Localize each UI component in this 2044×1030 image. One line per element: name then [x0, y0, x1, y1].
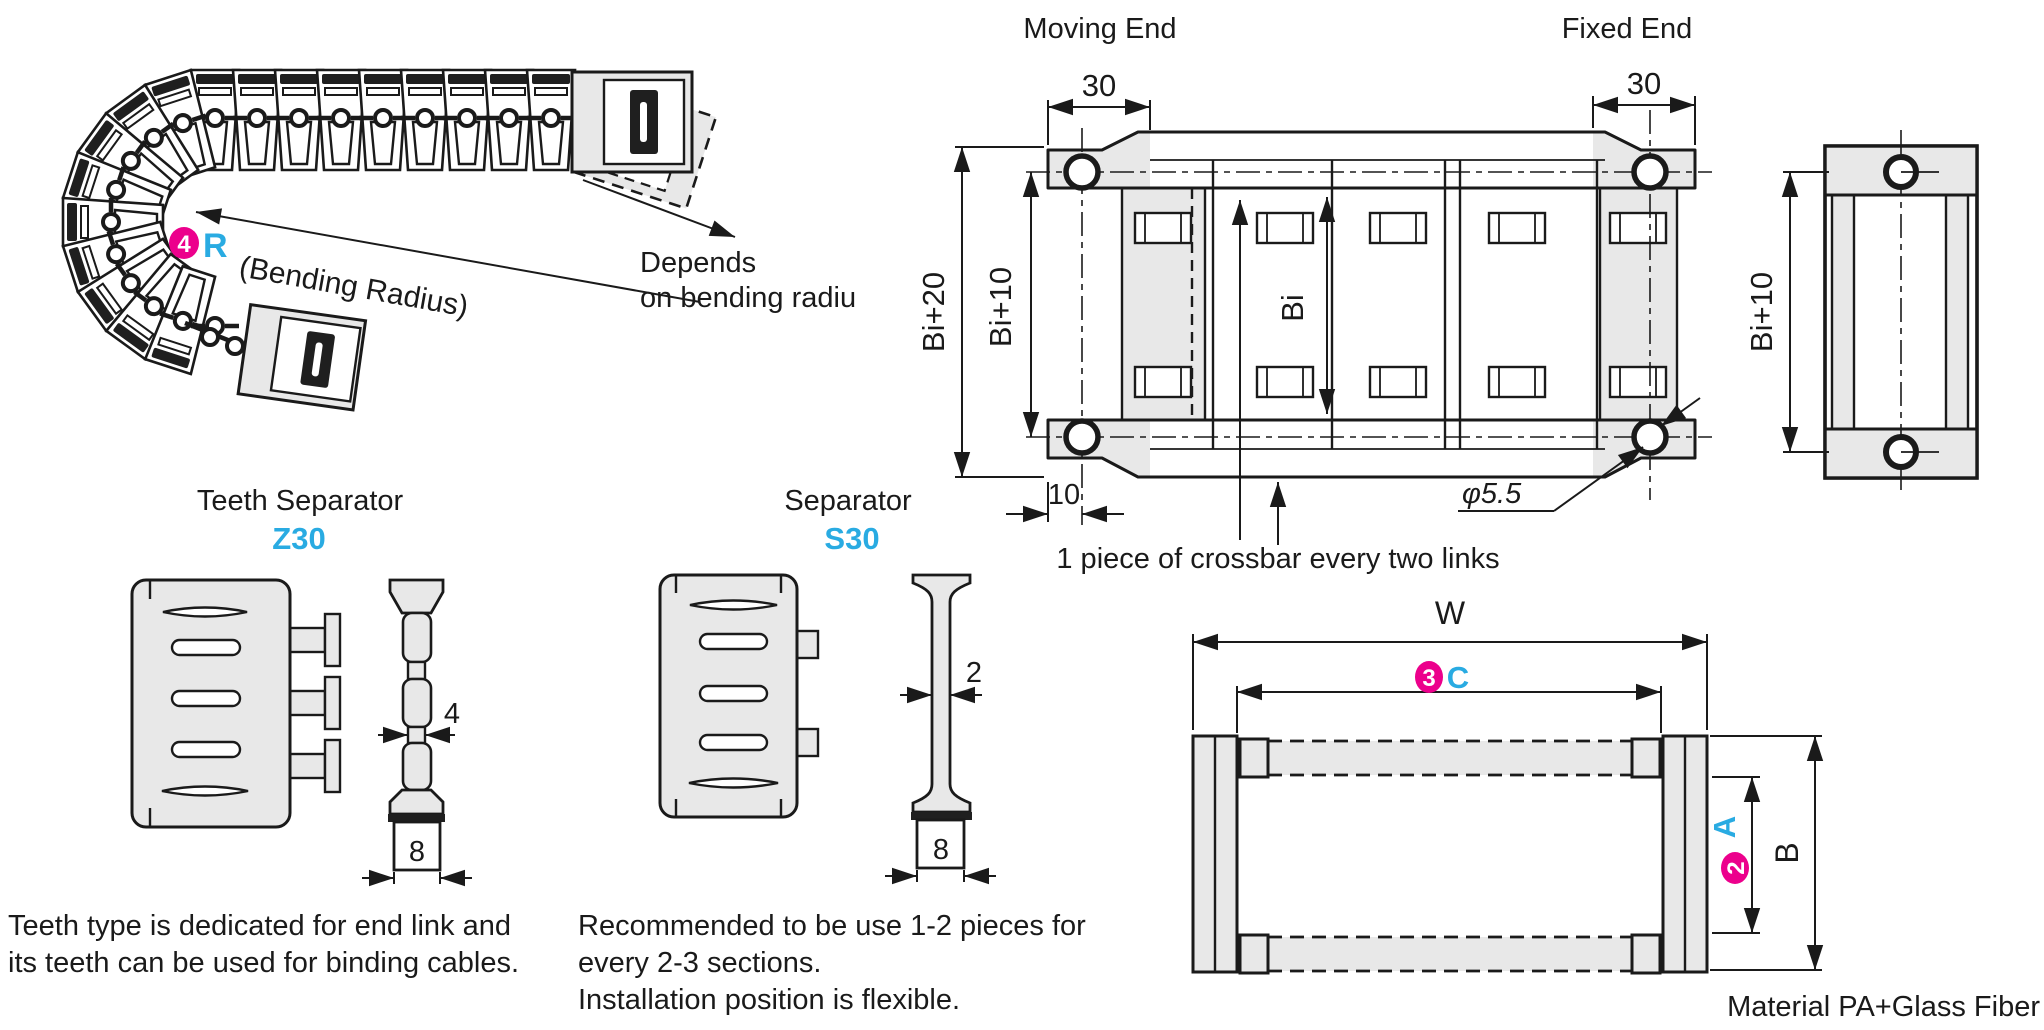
dim-10: 10	[1006, 479, 1124, 523]
separator-drawing: Separator S30 2 8	[658, 485, 996, 885]
depends-note: Depends on bending radiu	[640, 247, 856, 314]
separator-usage-note-line3: Installation position is flexible.	[578, 984, 961, 1016]
hole-bottom-left	[1063, 418, 1101, 456]
separator-profile: 2 8	[885, 573, 996, 885]
svg-text:B: B	[1769, 842, 1805, 863]
svg-text:1 piece of crossbar every two: 1 piece of crossbar every two links	[1056, 543, 1499, 575]
badge-2-number: 2	[1723, 861, 1750, 874]
teeth-separator-title: Teeth Separator	[197, 485, 404, 517]
dim-w: W	[1192, 595, 1708, 730]
dim-b: B	[1710, 735, 1824, 971]
svg-text:8: 8	[409, 836, 425, 868]
dim-side-bi10: Bi+10	[1744, 171, 1829, 453]
dim-s30-width: 2	[900, 657, 982, 704]
svg-text:on bending radiu: on bending radiu	[640, 282, 856, 314]
svg-text:φ5.5: φ5.5	[1462, 478, 1522, 510]
badge-3-number: 3	[1422, 665, 1435, 692]
fixed-end-bracket	[570, 70, 694, 174]
misumi-i-icon	[640, 102, 647, 142]
svg-text:30: 30	[1627, 66, 1661, 101]
material-note: Material PA+Glass Fiber	[1727, 991, 2040, 1023]
badge-4-number: 4	[177, 231, 191, 258]
bending-radius-line	[195, 208, 701, 303]
svg-text:10: 10	[1048, 479, 1080, 511]
dim-z30-width: 4	[378, 698, 460, 744]
hole-top-right	[1631, 153, 1669, 191]
badge-2-icon	[1721, 852, 1749, 884]
hole-top-left	[1063, 153, 1101, 191]
teeth-separator-profile: 4 8	[362, 578, 472, 887]
dim-a: 2 A	[1707, 776, 1761, 934]
svg-text:4: 4	[444, 698, 460, 730]
teeth-type-note: Teeth type is dedicated for end link and…	[8, 908, 519, 982]
badge-4-icon	[169, 227, 199, 259]
dim-bi20: Bi+20	[916, 146, 1044, 478]
svg-text:Depends: Depends	[640, 247, 756, 279]
svg-text:A: A	[1707, 816, 1742, 838]
radius-symbol: R	[203, 227, 228, 265]
bottom-rail	[1046, 418, 1697, 479]
plan-view: Moving End Fixed End	[916, 13, 1712, 575]
svg-text:30: 30	[1082, 68, 1116, 103]
dim-hole-diameter: φ5.5	[1458, 397, 1701, 512]
chain-illustration: 4 R (Bending Radius) Depends on bending …	[63, 70, 856, 412]
dim-z30-base: 8	[362, 836, 472, 887]
svg-text:Bi: Bi	[1275, 294, 1310, 322]
separator-usage-note-line2: every 2-3 sections.	[578, 947, 822, 979]
moving-end-label: Moving End	[1023, 13, 1176, 45]
svg-text:Bi+20: Bi+20	[916, 272, 951, 352]
separator-front-view	[658, 573, 820, 819]
crossbar-note: 1 piece of crossbar every two links	[1056, 200, 1500, 575]
crossbar-windows	[1133, 211, 1668, 399]
separator-usage-note-line1: Recommended to be use 1-2 pieces for	[578, 910, 1086, 942]
svg-text:8: 8	[933, 834, 949, 866]
svg-text:W: W	[1435, 595, 1466, 631]
badge-3-icon	[1415, 661, 1443, 693]
dim-bi: Bi	[1275, 197, 1336, 414]
dim-s30-base: 8	[885, 834, 996, 885]
svg-text:C: C	[1447, 660, 1469, 695]
separator-title: Separator	[784, 485, 912, 517]
teeth-separator-drawing: Teeth Separator Z30 4	[130, 485, 472, 887]
fixed-end-label: Fixed End	[1562, 13, 1693, 45]
dim-c: 3 C	[1236, 660, 1662, 733]
dim-30-right: 30	[1592, 66, 1696, 145]
cross-section-view: W 3 C 2 A B Material PA+Glass Fiber	[1191, 595, 2040, 1023]
teeth-separator-code: Z30	[272, 521, 325, 556]
svg-text:Bi+10: Bi+10	[983, 267, 1018, 347]
teeth-separator-front-view	[130, 578, 342, 829]
separator-usage-note: Recommended to be use 1-2 pieces for eve…	[578, 908, 1086, 1019]
teeth-type-note-line1: Teeth type is dedicated for end link and	[8, 910, 511, 942]
svg-text:Bi+10: Bi+10	[1744, 272, 1779, 352]
separator-code: S30	[824, 521, 879, 556]
depends-leader-line	[582, 179, 736, 238]
dim-bi10: Bi+10	[983, 172, 1040, 437]
top-rail	[1046, 130, 1697, 190]
misumi-i-icon	[311, 342, 323, 377]
svg-text:2: 2	[966, 657, 982, 689]
side-view: Bi+10	[1744, 130, 1979, 494]
hole-bottom-right	[1631, 418, 1669, 456]
dim-30-left: 30	[1047, 68, 1151, 145]
moving-end-bracket	[236, 302, 368, 412]
chain-top-run	[191, 70, 575, 170]
teeth-type-note-line2: its teeth can be used for binding cables…	[8, 947, 520, 979]
